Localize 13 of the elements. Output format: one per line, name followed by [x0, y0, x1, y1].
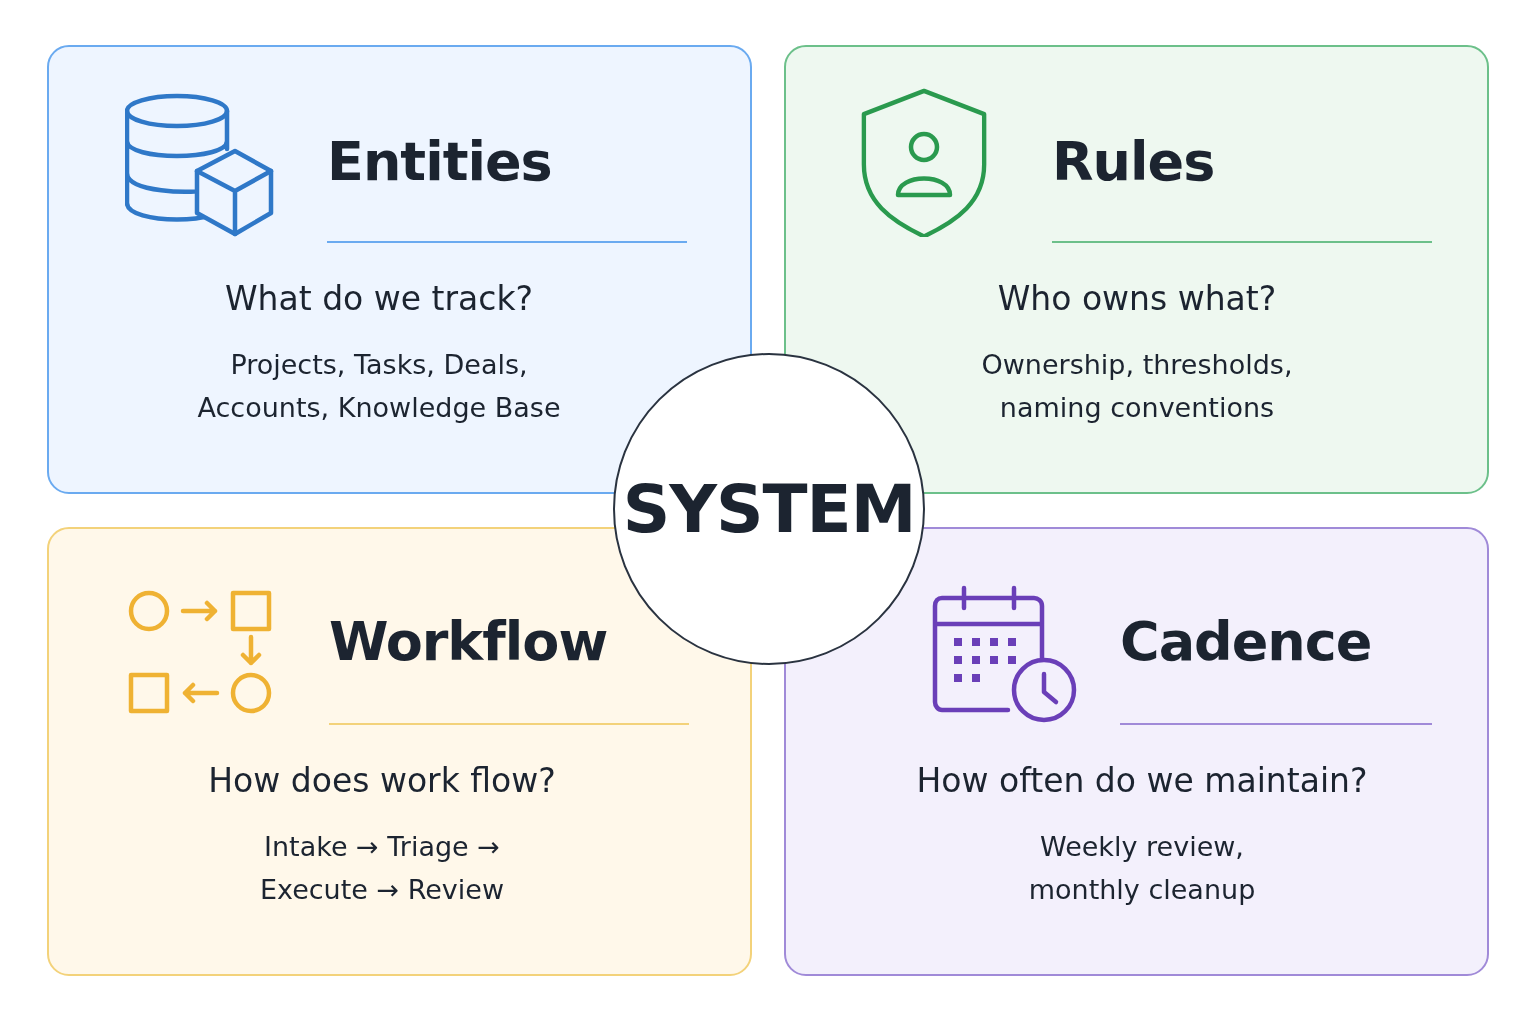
card-question: How does work flow?: [207, 761, 557, 801]
card-question: How often do we maintain?: [915, 761, 1369, 801]
card-heading: Workflow: [329, 615, 608, 669]
card-heading: Entities: [327, 135, 552, 189]
card-description: Weekly review, monthly cleanup: [1027, 830, 1257, 907]
card-heading: Rules: [1052, 135, 1215, 189]
card-question: Who owns what?: [996, 279, 1278, 319]
card-description: Projects, Tasks, Deals, Accounts, Knowledge Base: [196, 348, 562, 425]
card-description: Intake → Triage → Execute → Review: [258, 830, 506, 907]
card-question: What do we track?: [223, 279, 535, 319]
card-heading: Cadence: [1120, 615, 1372, 669]
card-description: Ownership, thresholds, naming conventions: [980, 348, 1294, 425]
center-label: SYSTEM: [622, 470, 916, 548]
